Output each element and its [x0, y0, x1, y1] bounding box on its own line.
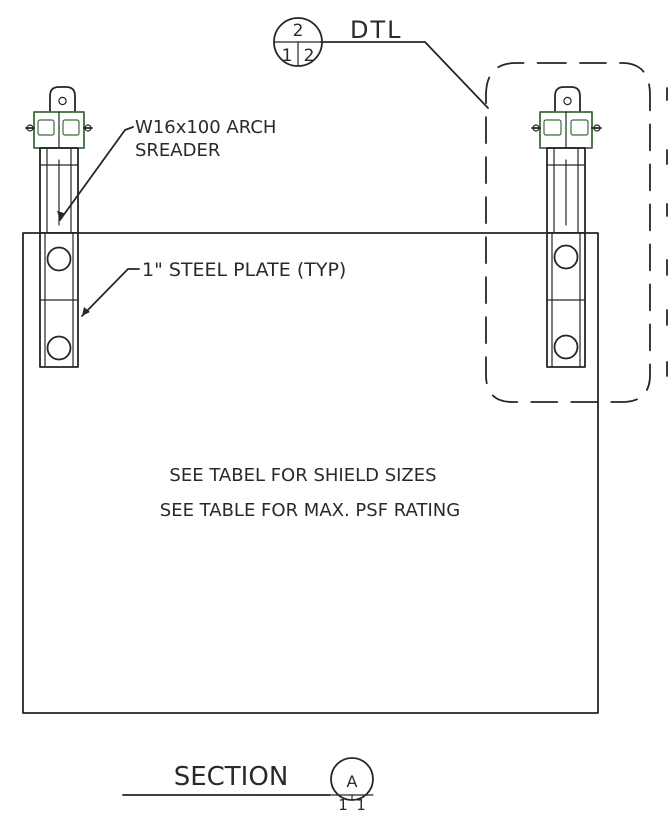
shield-panel	[22, 232, 599, 714]
spreader-note-line2: SREADER	[135, 140, 220, 161]
right-lifting-eye	[554, 86, 581, 113]
detail-callout-number: 2	[293, 21, 304, 41]
right-lifting-eye-hole	[563, 96, 572, 106]
detail-callout-leader	[320, 41, 489, 109]
right-plate-hole-upper	[553, 244, 579, 270]
left-lifting-eye	[49, 86, 76, 113]
right-spreader-assembly	[531, 86, 602, 368]
section-tag: SECTION A 1 1	[122, 757, 374, 814]
detail-callout: 2 1 2 DTL	[273, 16, 489, 109]
shield-note-line2: SEE TABLE FOR MAX. PSF RATING	[160, 500, 460, 521]
detail-boundary	[485, 62, 651, 403]
detail-callout-sheet-right: 2	[304, 46, 315, 66]
left-lifting-eye-hole	[58, 96, 67, 106]
left-spreader-assembly	[25, 86, 93, 368]
plate-note: 1" STEEL PLATE (TYP)	[81, 259, 346, 317]
section-tag-letter: A	[347, 772, 358, 791]
left-plate-hole-lower	[46, 335, 72, 361]
spreader-note: W16x100 ARCH SREADER	[57, 117, 276, 221]
spreader-note-leader	[59, 126, 134, 221]
spreader-note-line1: W16x100 ARCH	[135, 117, 276, 138]
detail-callout-sheet-left: 1	[282, 46, 293, 66]
section-tag-title: SECTION	[174, 762, 289, 792]
right-plate-hole-lower	[553, 334, 579, 360]
left-plate-hole-upper	[46, 246, 72, 272]
plate-note-text: 1" STEEL PLATE (TYP)	[142, 259, 346, 281]
section-tag-sheet-right: 1	[356, 796, 366, 814]
plate-note-leader	[81, 268, 140, 317]
section-tag-sheet-left: 1	[338, 796, 348, 814]
detail-callout-label: DTL	[350, 16, 403, 44]
shield-note-line1: SEE TABEL FOR SHIELD SIZES	[169, 465, 436, 486]
